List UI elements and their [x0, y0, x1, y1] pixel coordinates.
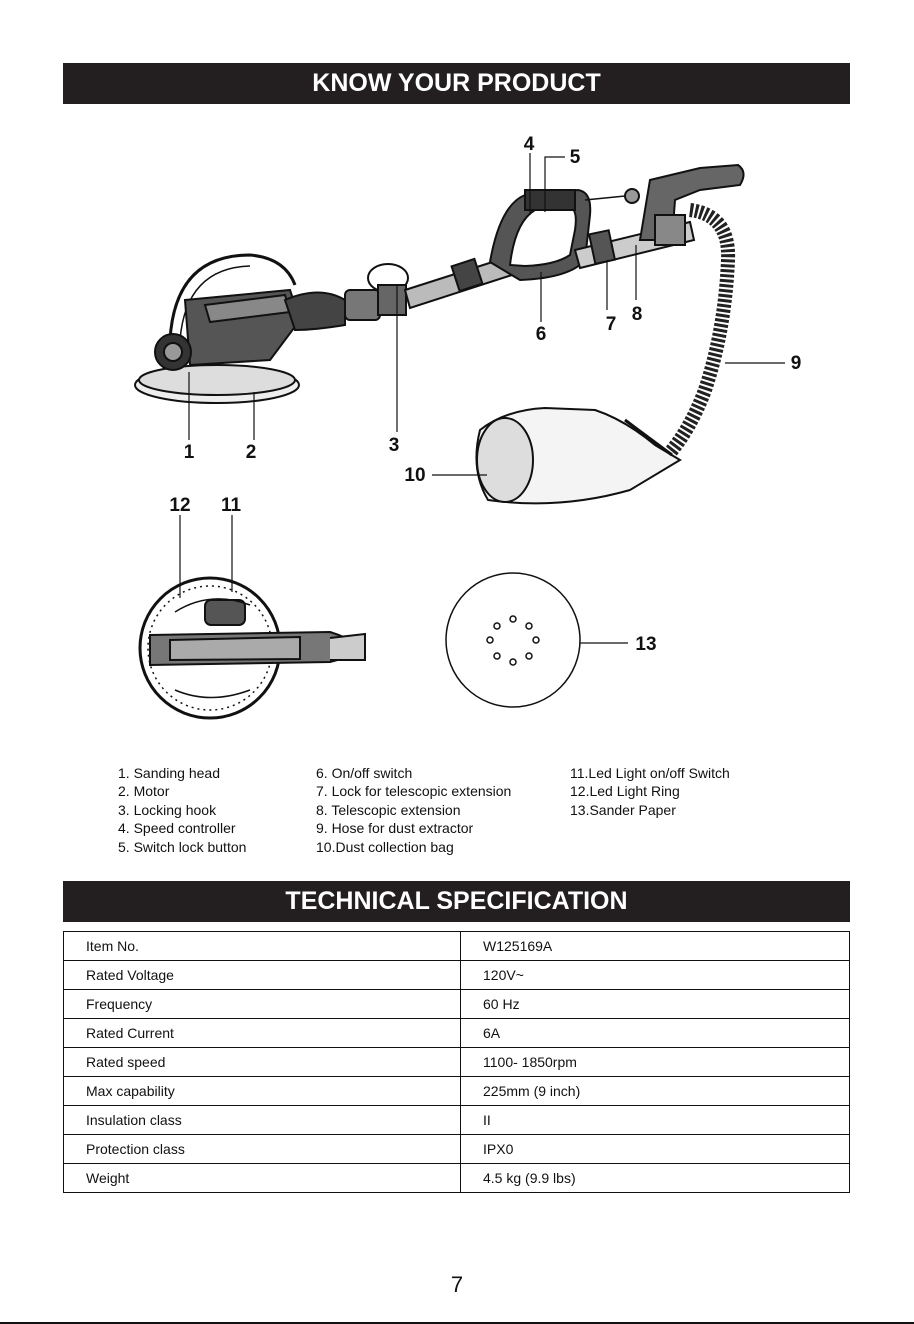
list-item: 8. Telescopic extension	[316, 801, 461, 818]
callout-4: 4	[524, 134, 535, 155]
page-number: 7	[450, 1272, 464, 1297]
list-item: 10.Dust collection bag	[316, 838, 454, 855]
callout-10: 10	[404, 465, 425, 486]
callout-9: 9	[791, 353, 802, 374]
callout-3: 3	[389, 435, 400, 456]
callout-12: 12	[169, 495, 190, 516]
list-item: 11.Led Light on/off Switch	[570, 765, 730, 781]
list-item: 6. On/off switch	[316, 765, 413, 781]
spec-key: Weight	[63, 1163, 461, 1193]
spec-value: 6A	[460, 1018, 850, 1048]
callout-5: 5	[570, 147, 581, 168]
spec-key: Max capability	[63, 1076, 461, 1106]
spec-key: Protection class	[63, 1134, 461, 1164]
parts-list-column-1: 1. Sanding head 2. Motor 3. Locking hook…	[118, 764, 246, 856]
spec-key: Insulation class	[63, 1105, 461, 1135]
section-title-know-your-product: KNOW YOUR PRODUCT	[63, 63, 850, 104]
spec-key: Frequency	[63, 989, 461, 1019]
callout-6: 6	[536, 324, 547, 345]
spec-value: 120V~	[460, 960, 850, 990]
list-item: 5. Switch lock button	[118, 838, 247, 855]
parts-list-column-3: 11.Led Light on/off Switch 12.Led Light …	[570, 764, 730, 819]
parts-list-column-2: 6. On/off switch 7. Lock for telescopic …	[316, 764, 511, 856]
spec-value: IPX0	[460, 1134, 850, 1164]
list-item: 13.Sander Paper	[570, 801, 676, 818]
callout-7: 7	[606, 314, 617, 335]
spec-key: Item No.	[63, 931, 461, 961]
spec-value: 225mm (9 inch)	[460, 1076, 850, 1106]
spec-value: 1100- 1850rpm	[460, 1047, 850, 1077]
spec-value: 60 Hz	[460, 989, 850, 1019]
leader-lines	[179, 153, 785, 644]
callout-2: 2	[246, 442, 257, 463]
list-item: 7. Lock for telescopic extension	[316, 783, 512, 800]
list-item: 3. Locking hook	[118, 801, 217, 818]
sanding-head-bottom-view	[138, 576, 366, 720]
page-bottom-rule	[0, 1322, 914, 1324]
table-row: Item No.W125169A	[63, 931, 850, 961]
spec-key: Rated speed	[63, 1047, 461, 1077]
sander-paper-disc	[445, 572, 581, 708]
callout-13: 13	[635, 634, 656, 655]
list-item: 4. Speed controller	[118, 820, 236, 837]
product-diagram: 1 2 3 4 5 6 7 8 9 10 11 12 13	[134, 134, 802, 720]
list-item: 1. Sanding head	[118, 765, 220, 781]
spec-key: Rated Voltage	[63, 960, 461, 990]
drywall-sander-illustration	[134, 163, 745, 505]
section-title-technical-specification: TECHNICAL SPECIFICATION	[63, 881, 850, 922]
callout-1: 1	[184, 442, 195, 463]
callout-11: 11	[221, 495, 242, 516]
list-item: 12.Led Light Ring	[570, 783, 680, 800]
callout-8: 8	[632, 304, 643, 325]
spec-value: II	[460, 1105, 850, 1135]
spec-key: Rated Current	[63, 1018, 461, 1048]
list-item: 9. Hose for dust extractor	[316, 820, 474, 837]
list-item: 2. Motor	[118, 783, 170, 800]
spec-value: W125169A	[460, 931, 850, 961]
spec-value: 4.5 kg (9.9 lbs)	[460, 1163, 850, 1193]
